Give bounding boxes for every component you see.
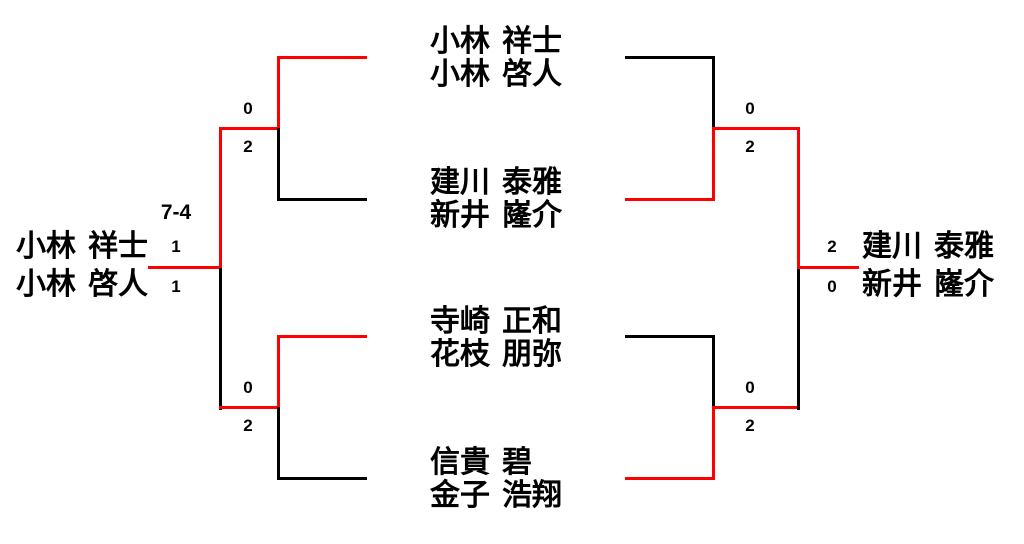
line-right-lower-bracket-vertical-black	[712, 335, 715, 408]
center-match3-bottom: 花枝朋弥	[430, 338, 562, 372]
line-left-lower-semi-horizontal	[219, 406, 280, 409]
champion-top-given: 泰雅	[934, 230, 994, 263]
center-match3-top: 寺崎正和	[430, 305, 562, 339]
left-entrant-top-given: 祥士	[88, 230, 148, 263]
left-entrant-bottom: 小林啓人	[16, 268, 148, 302]
champion-top-surname: 建川	[862, 230, 922, 263]
center-match1-bottom: 小林啓人	[430, 58, 562, 92]
line-left-upper-winner-out	[277, 56, 367, 59]
line-right-upper-semi-horizontal	[712, 127, 800, 130]
line-left-main-vertical-lower	[219, 268, 222, 410]
center-match4-bottom-surname: 金子	[430, 479, 490, 512]
line-right-upper-bracket-vertical-red	[712, 128, 715, 201]
line-left-lower-bracket-vertical-black	[277, 407, 280, 480]
score-left-lower-semi-top: 0	[243, 378, 253, 397]
score-left-firstround-top: 1	[171, 237, 181, 256]
center-match2-bottom: 新井嶐介	[430, 199, 562, 233]
center-match2-top: 建川泰雅	[430, 166, 562, 200]
center-match1-top: 小林祥士	[430, 25, 562, 59]
score-right-upper-semi-top: 0	[745, 99, 755, 118]
line-left-lower-bracket-vertical-red	[277, 335, 280, 408]
left-entrant-bottom-surname: 小林	[16, 268, 76, 301]
score-right-upper-semi-bottom: 2	[745, 137, 755, 156]
center-match1-top-surname: 小林	[430, 25, 490, 58]
center-match2-bottom-surname: 新井	[430, 199, 490, 232]
center-match3-bottom-surname: 花枝	[430, 338, 490, 371]
center-match3-top-given: 正和	[502, 305, 562, 338]
line-left-upper-loser-out	[277, 198, 367, 201]
score-right-lower-semi-top: 0	[745, 378, 755, 397]
left-entrant-bottom-given: 啓人	[88, 268, 148, 301]
line-final-vertical-lower	[797, 268, 800, 410]
champion-bottom-surname: 新井	[862, 268, 922, 301]
line-right-lower-winner-in	[625, 477, 715, 480]
center-match2-top-surname: 建川	[430, 166, 490, 199]
score-left-lower-semi-bottom: 2	[243, 416, 253, 435]
center-match3-bottom-given: 朋弥	[502, 338, 562, 371]
center-match4-top-given: 碧	[502, 446, 532, 479]
left-entrant-top: 小林祥士	[16, 230, 148, 264]
line-right-upper-loser-in	[625, 56, 715, 59]
center-match4-top-surname: 信貴	[430, 446, 490, 479]
line-right-upper-bracket-vertical-black	[712, 56, 715, 129]
center-match3-top-surname: 寺崎	[430, 305, 490, 338]
center-match2-top-given: 泰雅	[502, 166, 562, 199]
line-right-lower-loser-in	[625, 335, 715, 338]
champion-bottom-given: 嶐介	[934, 268, 994, 301]
champion-bottom: 新井嶐介	[862, 268, 994, 302]
score-final-top: 2	[827, 237, 837, 256]
left-entrant-top-surname: 小林	[16, 230, 76, 263]
line-left-firstround-horizontal	[148, 266, 222, 269]
line-right-upper-winner-in	[625, 198, 715, 201]
line-right-lower-semi-horizontal	[712, 406, 800, 409]
line-left-upper-bracket-vertical-red	[277, 56, 280, 129]
center-match4-bottom-given: 浩翔	[502, 479, 562, 512]
center-match2-bottom-given: 嶐介	[502, 199, 562, 232]
center-match4-bottom: 金子浩翔	[430, 479, 562, 513]
score-left-upper-semi-bottom: 2	[243, 137, 253, 156]
score-final-bottom: 0	[827, 277, 837, 296]
champion-top: 建川泰雅	[862, 230, 994, 264]
line-final-vertical-upper	[797, 128, 800, 269]
score-left-upper-semi-top: 0	[243, 99, 253, 118]
line-left-main-vertical-upper	[219, 128, 222, 268]
score-left-firstround-games: 7-4	[160, 201, 192, 224]
center-match1-bottom-given: 啓人	[502, 58, 562, 91]
line-champion-out	[797, 266, 859, 269]
line-left-lower-winner-out	[277, 335, 367, 338]
score-left-firstround-bottom: 1	[171, 277, 181, 296]
line-left-upper-bracket-vertical-black	[277, 128, 280, 201]
center-match1-top-given: 祥士	[502, 25, 562, 58]
center-match1-bottom-surname: 小林	[430, 58, 490, 91]
center-match4-top: 信貴碧	[430, 446, 532, 480]
line-right-lower-bracket-vertical-red	[712, 407, 715, 480]
score-right-lower-semi-bottom: 2	[745, 416, 755, 435]
line-left-lower-loser-out	[277, 477, 367, 480]
line-left-upper-semi-horizontal	[219, 127, 280, 130]
